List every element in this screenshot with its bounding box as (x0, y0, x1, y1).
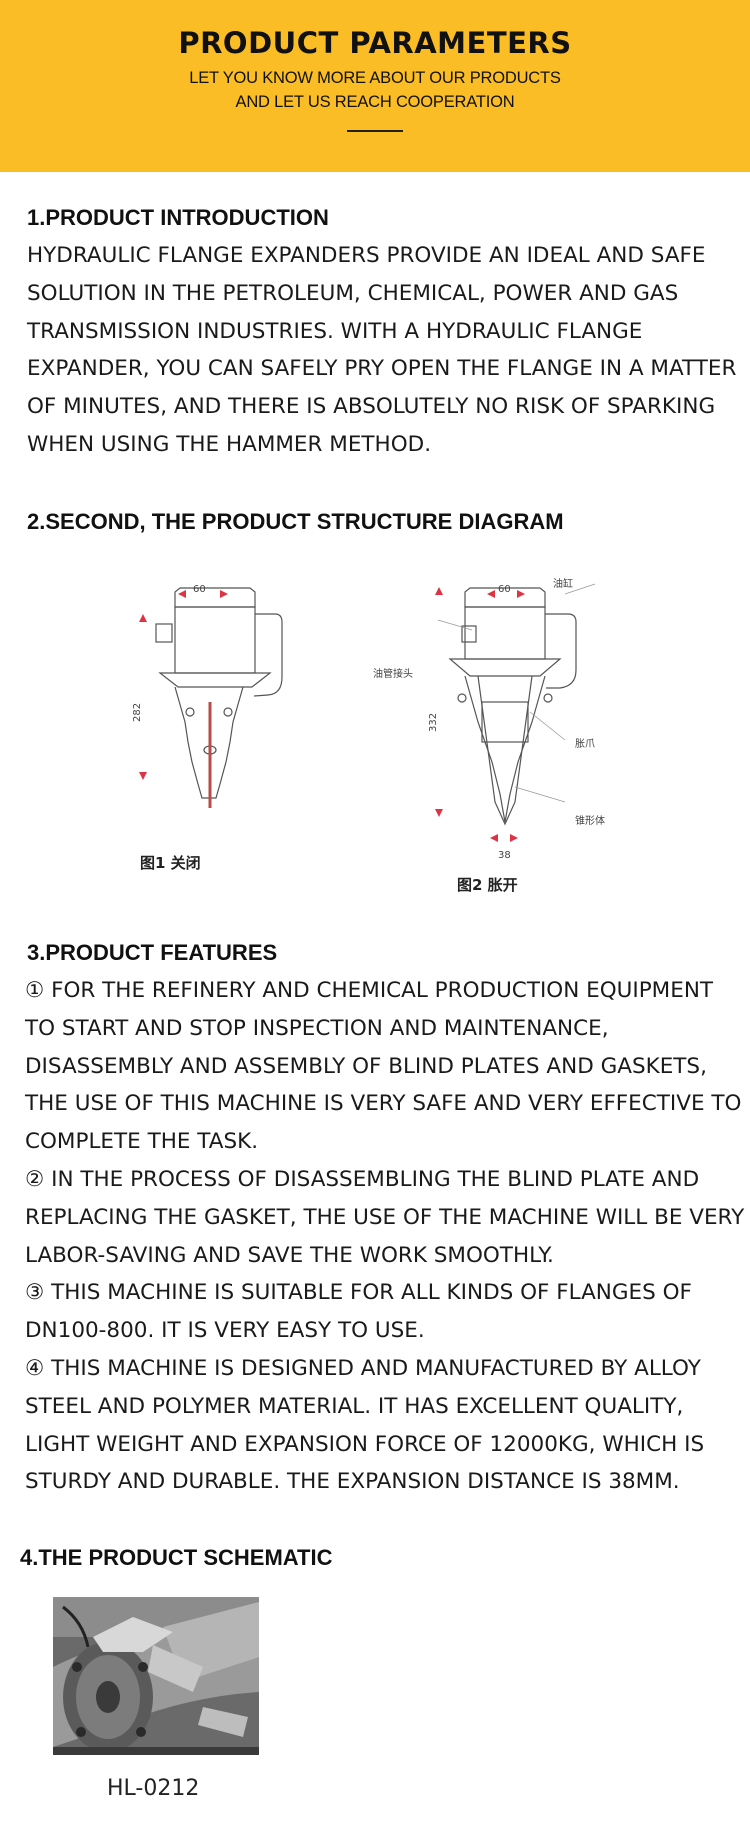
paragraph-line: OF MINUTES, AND THERE IS ABSOLUTELY NO R… (27, 394, 716, 420)
banner-subtitle-line2: AND LET US REACH COOPERATION (235, 93, 515, 111)
figure2-height-label: 332 (428, 713, 439, 732)
paragraph-line: ③ THIS MACHINE IS SUITABLE FOR ALL KINDS… (25, 1280, 692, 1306)
section-heading-introduction: 1.PRODUCT INTRODUCTION (27, 205, 329, 230)
figure1-width-label: 60 (193, 584, 206, 595)
section-heading-structure-diagram: 2.SECOND, THE PRODUCT STRUCTURE DIAGRAM (27, 509, 564, 534)
figure2-leader-lines (437, 583, 596, 803)
paragraph-line: THE USE OF THIS MACHINE IS VERY SAFE AND… (25, 1091, 742, 1117)
paragraph-line: LIGHT WEIGHT AND EXPANSION FORCE OF 1200… (25, 1431, 705, 1457)
figure2-expanded (448, 587, 577, 826)
figure1-height-label: 282 (132, 703, 143, 722)
paragraph-line: STURDY AND DURABLE. THE EXPANSION DISTAN… (25, 1469, 680, 1495)
paragraph-line: WHEN USING THE HAMMER METHOD. (27, 431, 432, 457)
paragraph-line: EXPANDER, YOU CAN SAFELY PRY OPEN THE FL… (27, 356, 737, 382)
paragraph-line: DN100-800. IT IS VERY EASY TO USE. (25, 1318, 425, 1344)
figure2-arrows (435, 587, 525, 842)
paragraph-line: LABOR-SAVING AND SAVE THE WORK SMOOTHLY. (25, 1242, 554, 1268)
figure2-caption: 图2 胀开 (457, 876, 518, 894)
label-cone: 锥形体 (575, 815, 605, 827)
banner-subtitle-line1: LET YOU KNOW MORE ABOUT OUR PRODUCTS (189, 69, 561, 87)
product-schematic-photo (53, 1597, 259, 1755)
paragraph-line: ① FOR THE REFINERY AND CHEMICAL PRODUCTI… (25, 978, 714, 1003)
structure-diagram: 60 282 图1 关闭 60 332 38 油缸 油管接头 胀爪 锥形体 图2… (132, 577, 605, 894)
label-hose-joint: 油管接头 (373, 667, 413, 680)
label-expansion-claw: 胀爪 (575, 738, 595, 750)
paragraph-line: DISASSEMBLY AND ASSEMBLY OF BLIND PLATES… (25, 1053, 707, 1079)
schematic-caption: HL-0212 (107, 1776, 200, 1801)
header-banner: PRODUCT PARAMETERS LET YOU KNOW MORE ABO… (0, 0, 750, 172)
figure2-width-label: 60 (498, 584, 511, 595)
section-heading-schematic: 4.THE PRODUCT SCHEMATIC (20, 1545, 333, 1570)
paragraph-line: TO START AND STOP INSPECTION AND MAINTEN… (25, 1015, 609, 1041)
paragraph-line: SOLUTION IN THE PETROLEUM, CHEMICAL, POW… (27, 280, 679, 306)
figure1-arrows (139, 590, 228, 780)
banner-divider (347, 130, 403, 132)
paragraph-line: COMPLETE THE TASK. (25, 1129, 259, 1155)
banner-title: PRODUCT PARAMETERS (178, 26, 572, 60)
paragraph-line: ④ THIS MACHINE IS DESIGNED AND MANUFACTU… (25, 1355, 701, 1381)
paragraph-line: TRANSMISSION INDUSTRIES. WITH A HYDRAULI… (27, 318, 643, 344)
label-cylinder: 油缸 (553, 577, 573, 590)
figure2-gap-label: 38 (498, 850, 511, 861)
paragraph-line: HYDRAULIC FLANGE EXPANDERS PROVIDE AN ID… (27, 243, 706, 268)
paragraph-line: ② IN THE PROCESS OF DISASSEMBLING THE BL… (25, 1166, 700, 1192)
paragraph-line: REPLACING THE GASKET, THE USE OF THE MAC… (25, 1204, 745, 1230)
introduction-paragraph: HYDRAULIC FLANGE EXPANDERS PROVIDE AN ID… (27, 237, 736, 464)
paragraph-line: STEEL AND POLYMER MATERIAL. IT HAS EXCEL… (25, 1393, 684, 1419)
figure1-caption: 图1 关闭 (140, 854, 201, 872)
features-paragraph: ① FOR THE REFINERY AND CHEMICAL PRODUCTI… (25, 972, 744, 1501)
section-heading-features: 3.PRODUCT FEATURES (27, 940, 278, 965)
figure1-closed (155, 587, 283, 799)
